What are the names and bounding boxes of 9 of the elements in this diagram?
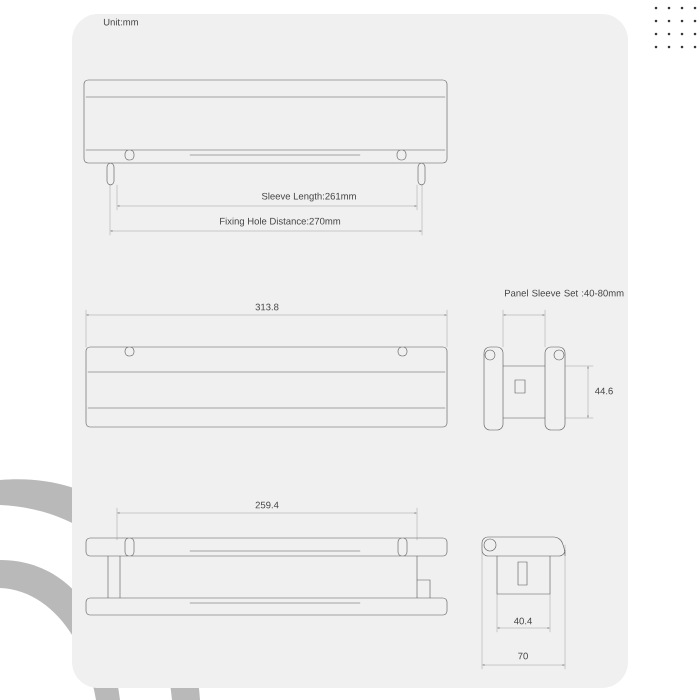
dimension-label: 40.4 xyxy=(514,618,532,624)
dimension-label: Fixing Hole Distance:270mm xyxy=(220,218,340,226)
dimension-label: 313.8 xyxy=(255,304,278,310)
dimension-label: Sleeve Length:261mm xyxy=(262,192,356,202)
dimension-label: 259.4 xyxy=(256,502,279,508)
dimension-label: 70 xyxy=(518,652,528,660)
unit-label: Unit:mm xyxy=(104,18,138,26)
dimension-label: Panel Sleeve Set :40-80mm xyxy=(505,290,624,296)
dimension-label: 44.6 xyxy=(594,388,613,394)
